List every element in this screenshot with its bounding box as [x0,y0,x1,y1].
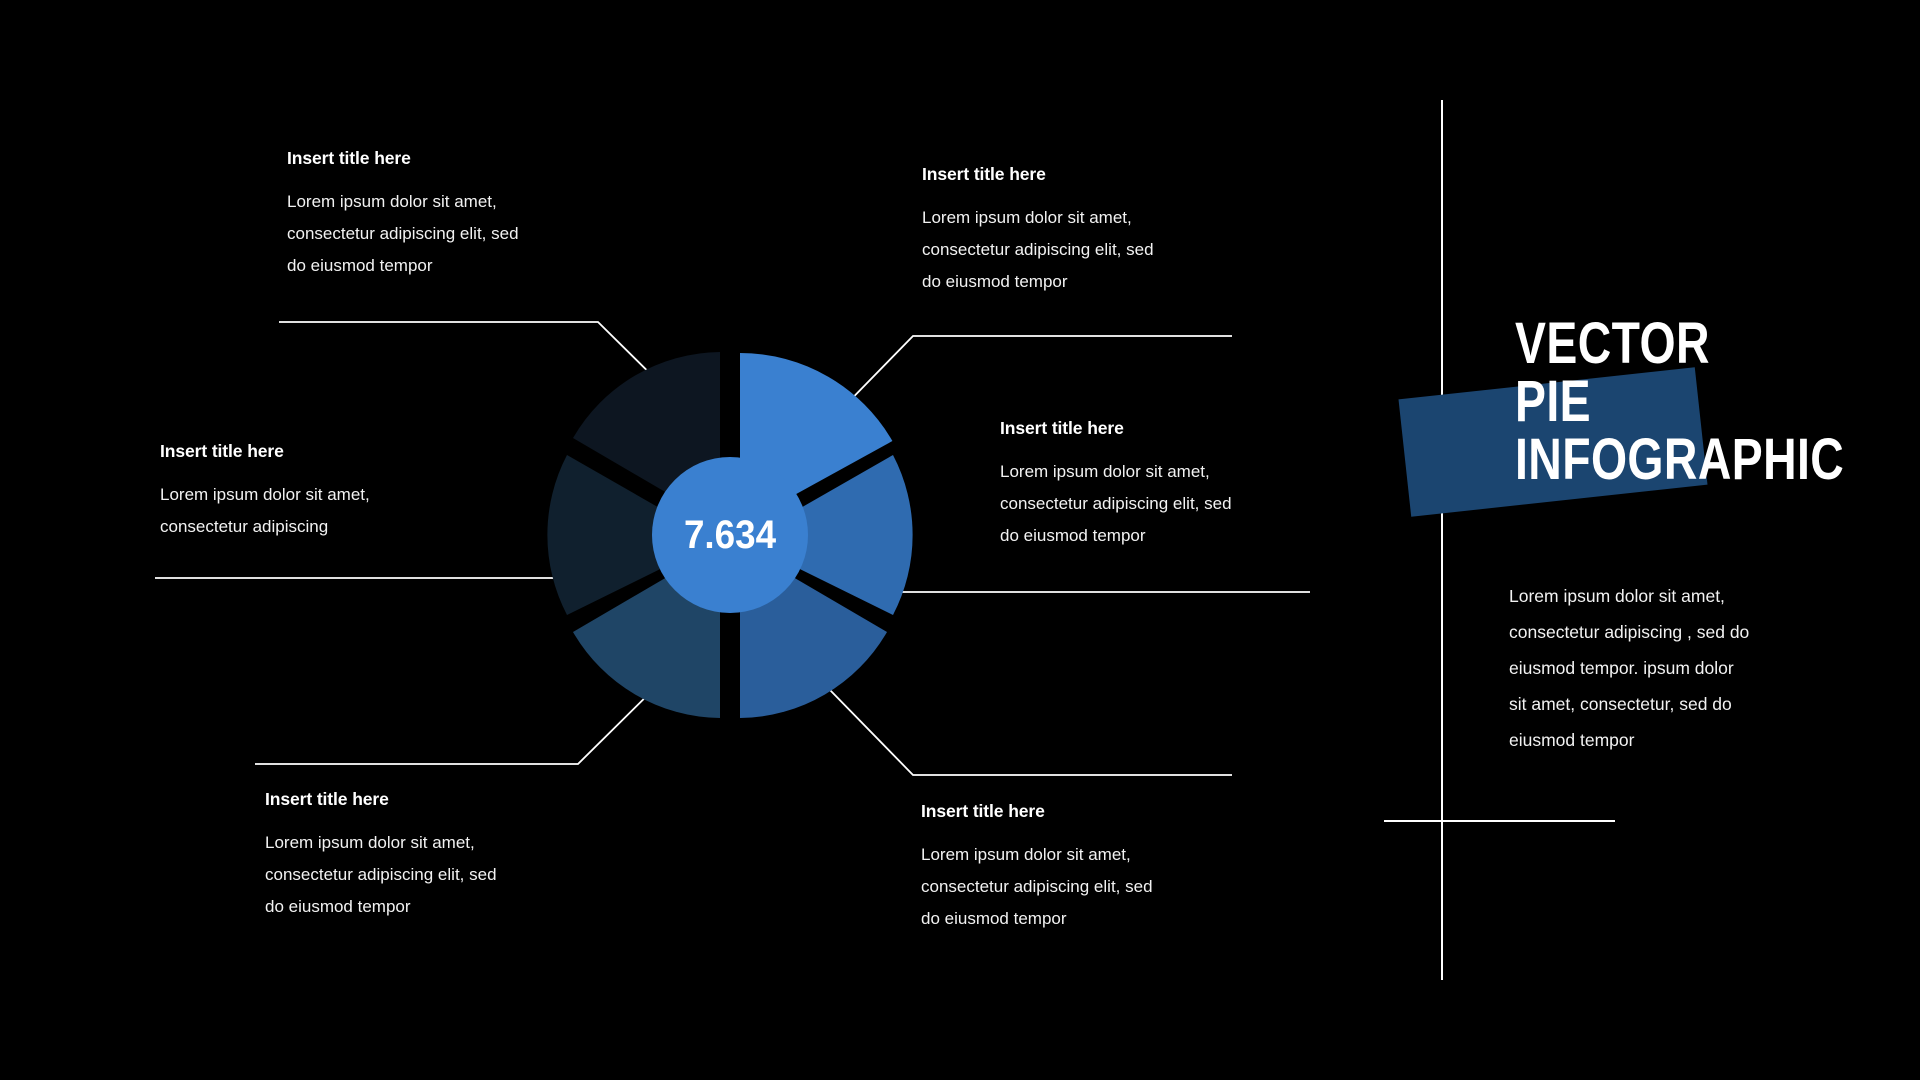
callout-body: Lorem ipsum dolor sit amet, consectetur … [1000,462,1232,545]
callout-mid-left: Insert title here Lorem ipsum dolor sit … [160,441,370,543]
callout-body: Lorem ipsum dolor sit amet, consectetur … [265,833,497,916]
pie-chart: 7.634 [520,310,940,760]
pie-segment-right[interactable] [743,455,913,615]
callout-title: Insert title here [160,441,284,461]
panel-title: VECTOR PIE INFOGRAPHIC [1515,311,1845,492]
vertical-divider [1441,100,1443,980]
callout-title: Insert title here [287,148,411,168]
callout-body: Lorem ipsum dolor sit amet, consectetur … [160,485,370,536]
callout-body: Lorem ipsum dolor sit amet, consectetur … [922,208,1154,291]
callout-top-left: Insert title here Lorem ipsum dolor sit … [287,148,519,282]
pie-center-circle [652,457,808,613]
callout-bottom-left: Insert title here Lorem ipsum dolor sit … [265,789,497,923]
pie-segment-left[interactable] [547,455,717,615]
horizontal-divider [1384,820,1615,822]
callout-mid-right: Insert title here Lorem ipsum dolor sit … [1000,418,1232,552]
callout-title: Insert title here [1000,418,1124,438]
callout-title: Insert title here [265,789,389,809]
callout-title: Insert title here [922,164,1046,184]
callout-body: Lorem ipsum dolor sit amet, consectetur … [287,192,519,275]
pie-center-value: 7.634 [684,513,777,558]
callout-title: Insert title here [921,801,1045,821]
callout-bottom-right: Insert title here Lorem ipsum dolor sit … [921,801,1153,935]
callout-body: Lorem ipsum dolor sit amet, consectetur … [921,845,1153,928]
callout-top-right: Insert title here Lorem ipsum dolor sit … [922,164,1154,298]
panel-body-text: Lorem ipsum dolor sit amet, consectetur … [1509,586,1750,750]
